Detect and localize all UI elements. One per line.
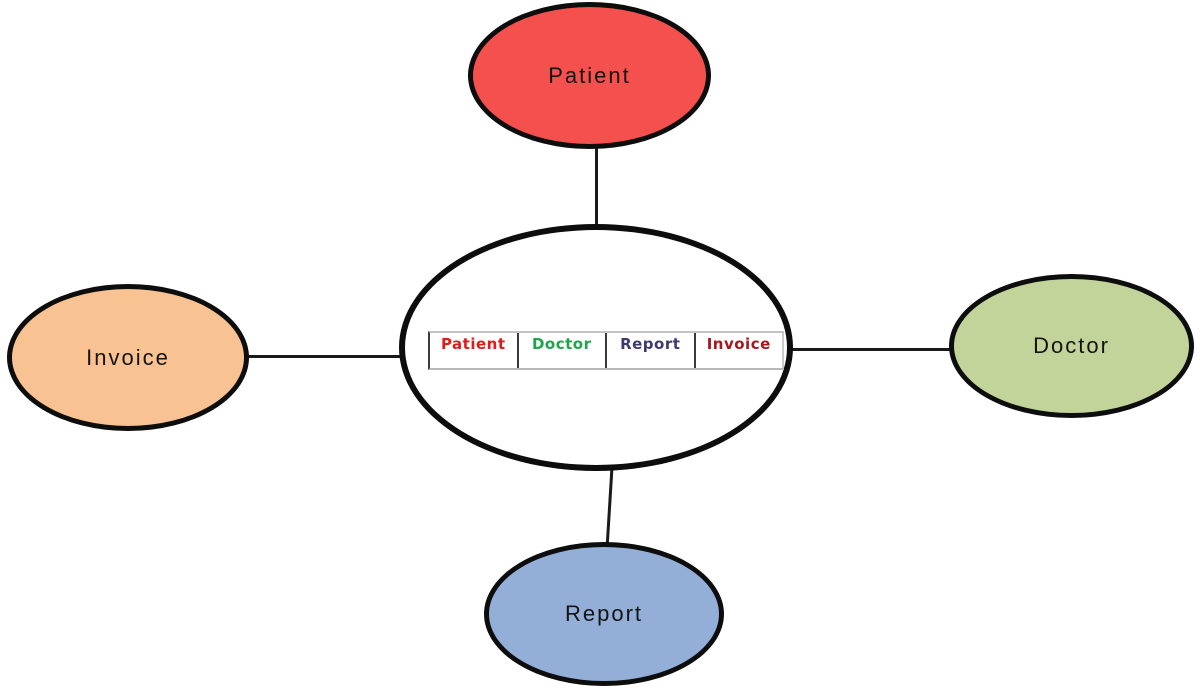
node-doctor: Doctor <box>949 274 1194 418</box>
center-table-cell-invoice: Invoice <box>696 333 784 368</box>
connector-report-center <box>605 466 614 550</box>
node-report: Report <box>484 542 724 686</box>
connector-doctor-center <box>789 348 953 351</box>
connector-invoice-center <box>244 355 406 358</box>
node-report-label: Report <box>564 601 644 626</box>
center-table-cell-report: Report <box>607 333 696 368</box>
connector-patient-center <box>595 146 598 230</box>
center-table: Patient Doctor Report Invoice <box>428 331 784 370</box>
node-patient-label: Patient <box>548 62 631 88</box>
node-invoice: Invoice <box>7 284 249 431</box>
node-invoice-label: Invoice <box>86 344 170 370</box>
center-table-cell-patient: Patient <box>430 333 519 368</box>
node-patient: Patient <box>468 2 711 149</box>
node-doctor-label: Doctor <box>1033 333 1110 358</box>
center-table-cell-doctor: Doctor <box>519 333 607 368</box>
